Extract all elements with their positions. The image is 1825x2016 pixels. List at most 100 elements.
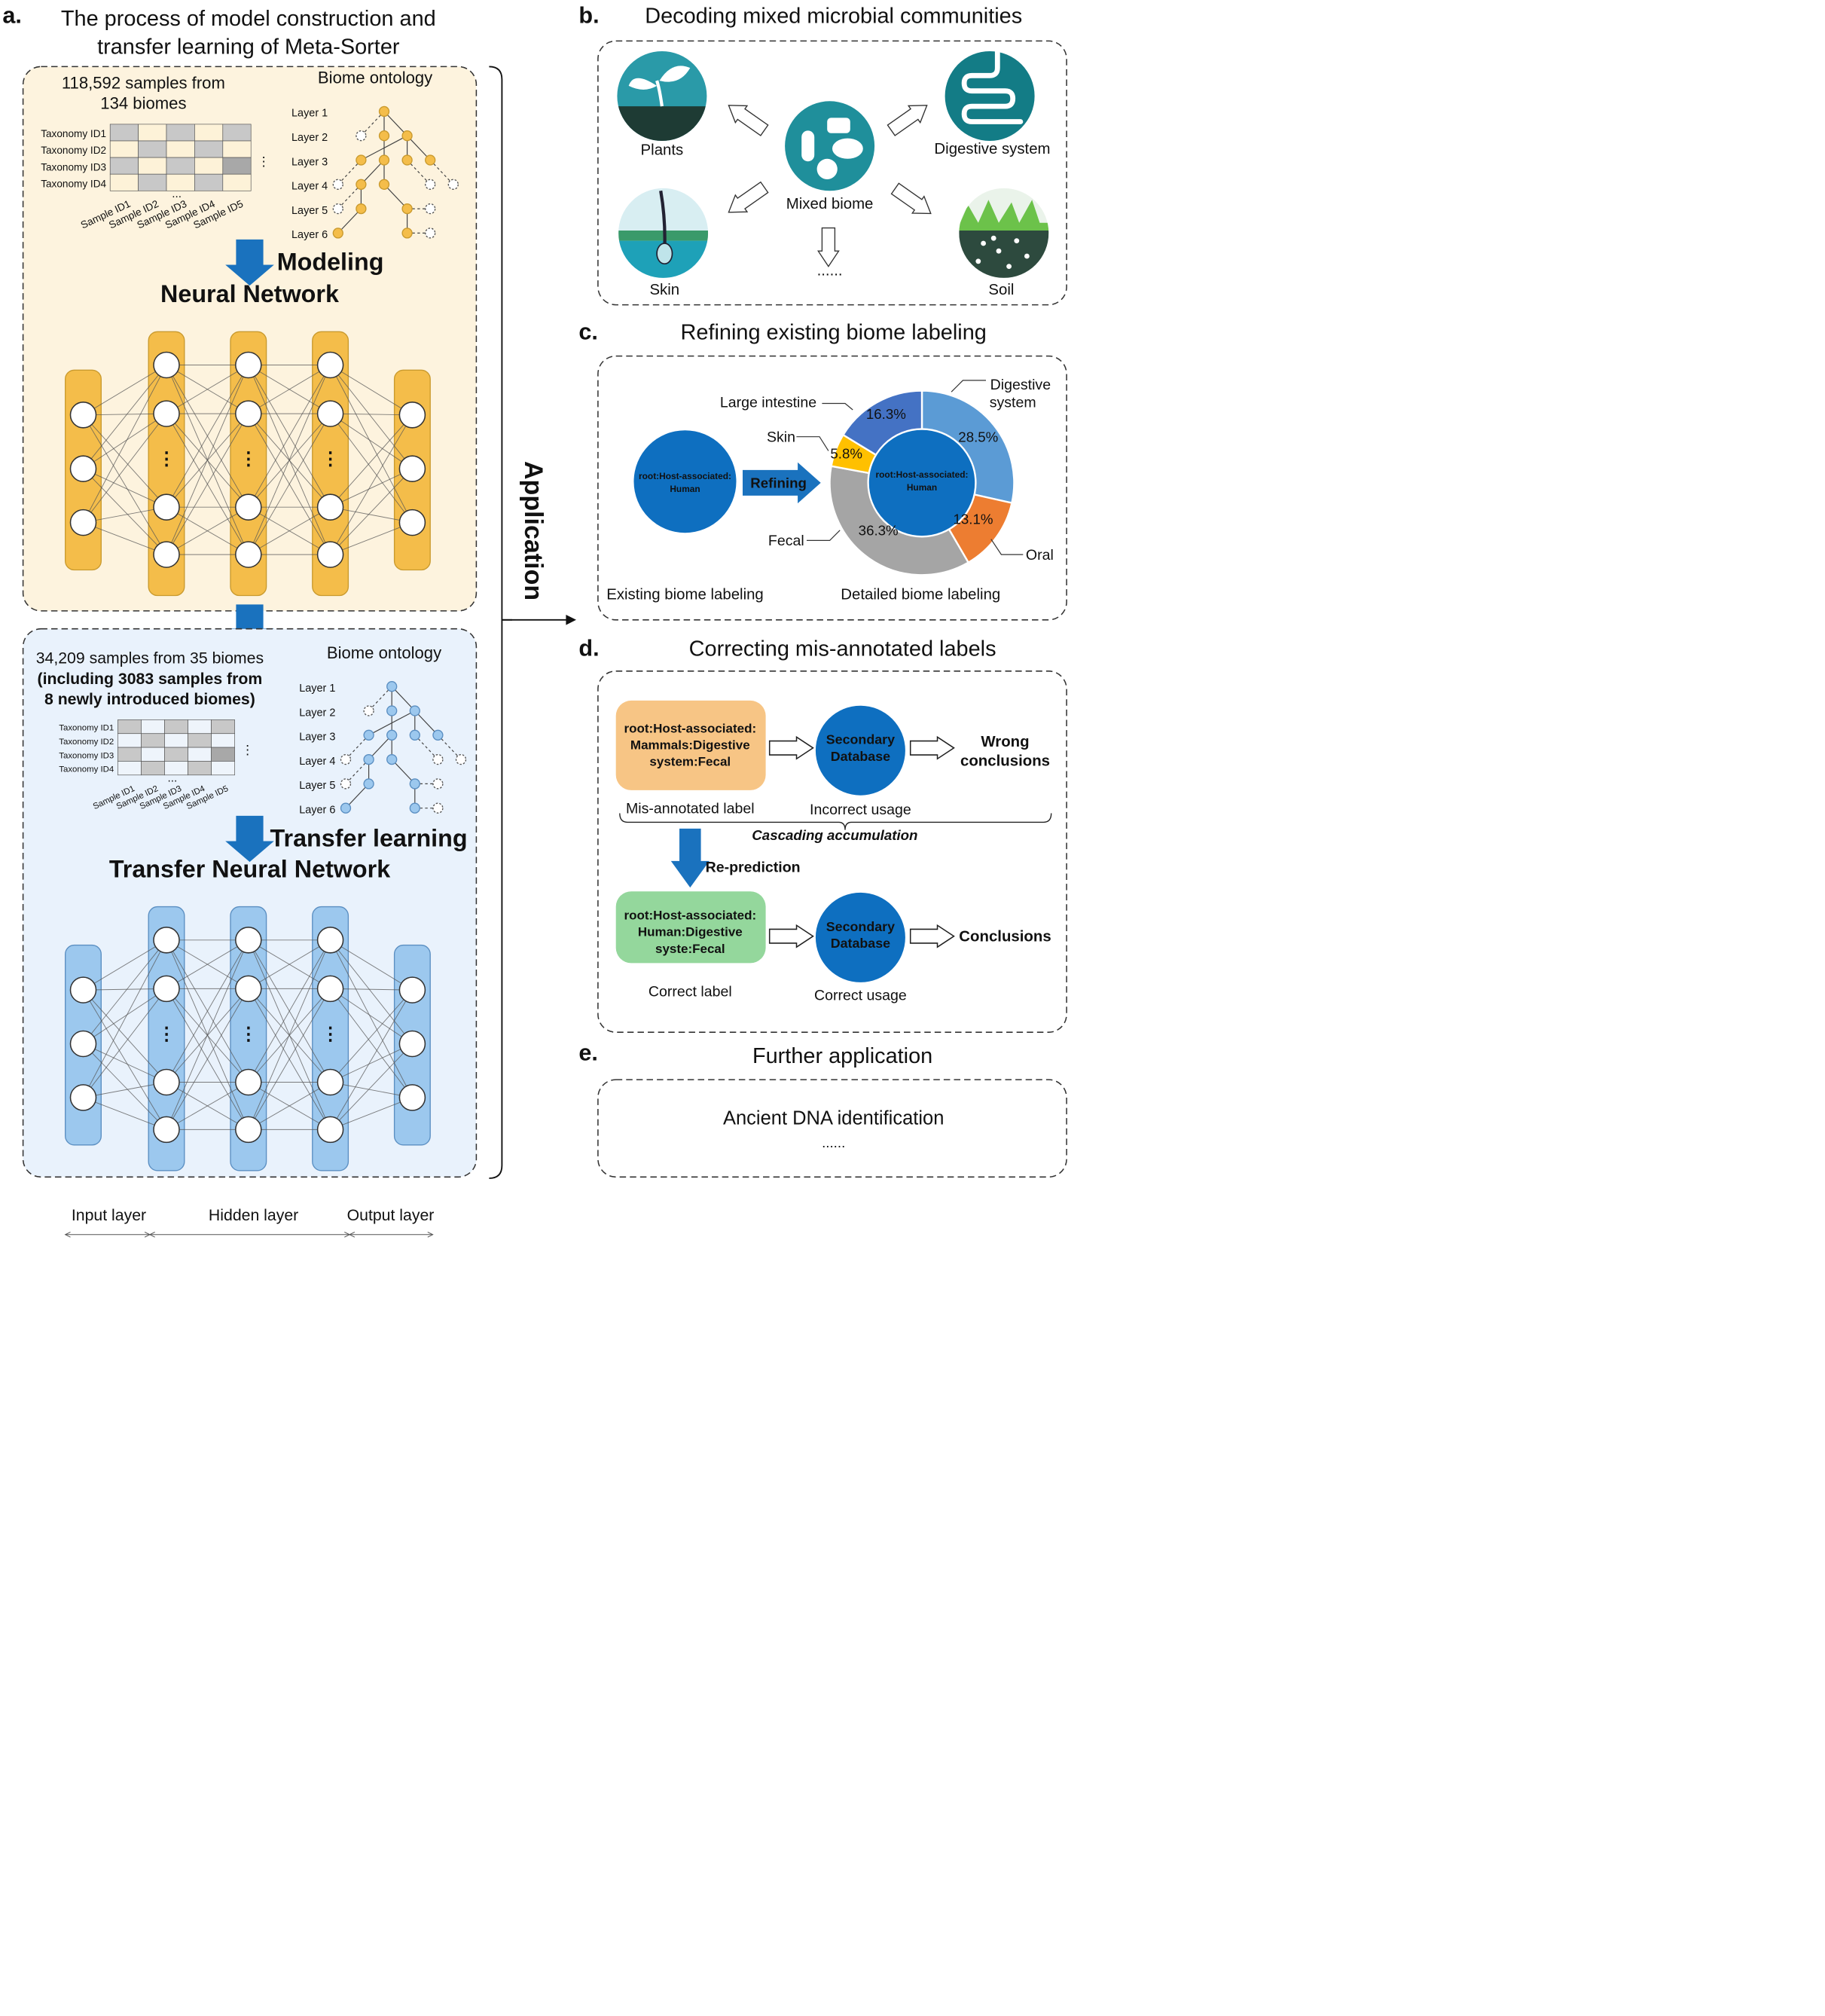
pie-center-label-line: root:Host-associated: [876,469,969,480]
network-connection [330,413,413,416]
panel-c-title: Refining existing biome labeling [681,320,987,344]
taxonomy-cell [211,747,235,762]
table-ellipsis-vertical-line: ⋮ [258,154,270,169]
pie-category-large-intestine-line: Large intestine [720,395,816,411]
table-ellipsis-horizontal: ... [172,188,182,200]
ontology-edge [345,759,370,784]
arrow-to-plants [728,105,769,136]
ontology-node [363,705,374,716]
mixed-icon-bg [785,101,875,191]
network-connection [330,939,413,991]
soil-icon [959,188,1049,278]
ontology-edge [391,759,416,784]
existing-label-text-line: root:Host-associated: [639,471,731,481]
taxonomy-cell [194,124,224,142]
ontology-layer-label-line: Layer 1 [299,683,335,695]
ontology-node [386,729,398,741]
samples-new-biomes-text-line: 8 newly introduced biomes) [44,690,255,708]
network-node [316,493,344,521]
panel-c-title-line: Refining existing biome labeling [681,320,987,344]
existing-labeling-caption: Existing biome labeling [606,587,764,603]
network-connection [330,988,413,1098]
ontology-node [432,778,444,790]
panel-d-letter-line: d. [578,635,599,661]
pie-category-skin: Skin [767,429,795,445]
network-node [235,400,262,427]
transfer-learning-label-line: Transfer learning [270,825,468,852]
hidden-layer-ellipsis: ⋮ [240,1024,258,1044]
panel-d-title-line: Correcting mis-annotated labels [689,637,996,661]
ontology-edge [437,735,462,760]
panel-b-letter: b. [578,3,599,29]
panel-d-letter: d. [578,635,599,661]
arrow-to-db1 [768,735,814,760]
taxonomy-id-label: Taxonomy ID4 [41,178,106,189]
modeling-label: Modeling [277,249,384,276]
network-connection [83,988,167,1044]
network-connection [83,506,167,524]
layer-span-arrow [148,1231,155,1238]
network-connection [330,365,413,469]
ontology-edge [368,686,392,711]
ontology-layer-label-line: Layer 1 [291,108,328,120]
pie-category-fecal: Fecal [768,533,804,549]
network-connection [248,413,331,555]
leader-line [951,380,987,393]
arrow-to-plants-shape [728,105,769,136]
secondary-database-2-text-line: Database [831,936,890,951]
plants-label-line: Plants [641,142,684,159]
soil-icon-particle [975,258,981,264]
arrow-to-digestive-shape [887,105,928,136]
network-connection [330,413,413,523]
ontology-node [363,753,374,765]
network-node [316,1116,344,1144]
ontology-node [409,729,420,741]
ontology-node [401,154,413,166]
pie-value-label: 28.5% [958,429,998,444]
samples-biomes-text-line: 134 biomes [100,94,186,113]
pie-category-digestive-2: system [990,395,1036,411]
network-title: Transfer Neural Network [109,856,390,883]
taxonomy-cell [188,719,212,735]
refining-label: Refining [750,475,807,491]
panel-d-box [597,670,1067,1033]
detailed-labeling-caption: Detailed biome labeling [841,587,1000,603]
correct-label-text-line: root:Host-associated: [624,909,756,923]
ancient-dna-label: Ancient DNA identification [723,1108,944,1129]
plants-label: Plants [641,142,684,159]
panel-a-letter-line: a. [2,3,22,29]
secondary-database-1-text-line: Database [831,749,890,764]
taxonomy-cell [109,173,139,191]
plants-icon [617,51,707,142]
network-connection [83,988,167,991]
network-connection [330,365,413,523]
ontology-node [401,228,413,239]
network-connection [83,468,167,508]
arrow-to-more [817,227,840,267]
ontology-node [332,203,343,215]
further-ellipsis-line: ...... [822,1135,845,1150]
modeling-label-line: Modeling [277,249,384,276]
ontology-node [378,154,390,166]
taxonomy-cell [222,140,252,158]
ontology-node [378,179,390,190]
digestive-system-label-line: Digestive system [934,141,1050,157]
ontology-title: Biome ontology [318,69,432,87]
network-connection [330,506,413,524]
application-arrow-head [566,615,576,625]
ontology-node [432,753,444,765]
plants-icon-leaf [659,66,691,82]
network-node [316,541,344,568]
existing-labeling-caption-line: Existing biome labeling [606,587,764,603]
mixed-icon-cell [827,118,850,133]
network-connection [83,989,167,1130]
network-connection [248,365,331,555]
pie-category-digestive: Digestive [990,377,1051,393]
ontology-node [386,753,398,765]
network-connection [83,414,167,508]
correct-usage-caption-line: Correct usage [814,988,907,1004]
ontology-node [432,802,444,814]
network-node [316,1068,344,1096]
taxonomy-cell [164,719,188,735]
